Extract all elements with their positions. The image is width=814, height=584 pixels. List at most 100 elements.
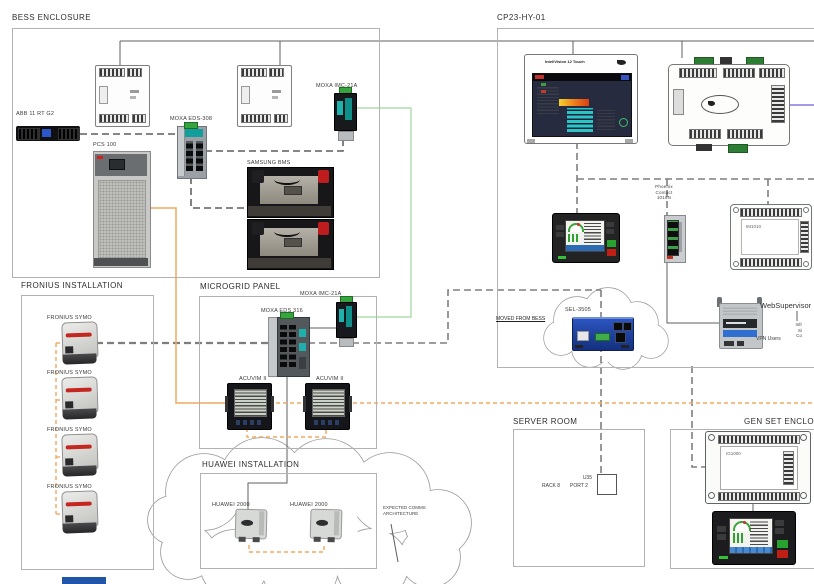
fronius-symo-device-2 xyxy=(61,376,99,420)
gauge-arc xyxy=(568,223,584,232)
din-foot xyxy=(338,131,354,141)
fronius-symo-device-1 xyxy=(61,321,99,365)
huawei-2000-label-1: HUAWEI 2000 xyxy=(212,502,250,508)
abb-ups-device xyxy=(16,126,80,141)
scada-right-list xyxy=(597,110,615,130)
phoenix-switch-device xyxy=(664,215,686,263)
fronius-symo-label-3: FRONIUS SYMO xyxy=(47,427,92,433)
switch-detail xyxy=(299,357,306,369)
device-marking xyxy=(272,96,278,99)
screen-text-rows xyxy=(584,223,601,243)
server-room-title: SERVER ROOM xyxy=(513,417,578,426)
scada-teal-table xyxy=(567,108,593,132)
fiber-port xyxy=(345,98,352,120)
solid-lines xyxy=(119,40,814,563)
power-terminal xyxy=(280,312,294,319)
samsung-bms-module-2 xyxy=(247,219,334,270)
sel3505-label: SEL-3505 xyxy=(565,307,592,313)
scada-header xyxy=(533,74,631,81)
server-room-box xyxy=(513,429,645,567)
terminal-strip xyxy=(241,114,271,123)
cp23-title: CP23-HY-01 xyxy=(497,13,546,22)
terminal-strip xyxy=(99,114,129,123)
genset-title: GEN SET ENCLOSURE xyxy=(744,417,814,426)
ethernet-ports xyxy=(196,141,203,171)
cabinet-screen xyxy=(109,159,125,170)
pcs100-label: PCS 100 xyxy=(93,142,117,148)
meter-lcd xyxy=(312,389,345,417)
gauge-needle-dot xyxy=(577,223,580,226)
rack-label: RACK 8 xyxy=(542,483,561,489)
screen-text-rows xyxy=(750,521,768,545)
stop-button xyxy=(607,249,616,256)
start-button xyxy=(607,240,616,247)
sel-label-chip xyxy=(577,331,589,341)
fronius-symo-label-1: FRONIUS SYMO xyxy=(47,315,92,321)
microgrid-box xyxy=(199,296,377,449)
gauge-arc xyxy=(733,521,751,531)
infra-line: Co xyxy=(796,333,802,338)
inverter-handle xyxy=(316,519,329,527)
terminal-strip xyxy=(740,208,802,217)
side-connector xyxy=(673,89,684,115)
ethernet-ports xyxy=(186,141,193,171)
scada-red-led xyxy=(541,90,546,93)
side-connector xyxy=(241,86,250,104)
u35-label: U35 xyxy=(582,475,592,481)
huawei-box xyxy=(200,473,377,569)
hmi-screen xyxy=(729,518,773,554)
hmi-button xyxy=(775,528,784,534)
device-foot xyxy=(621,345,629,348)
moxa-eds316-device xyxy=(268,312,310,377)
hmi-foot xyxy=(527,139,535,143)
genset-hmi-device xyxy=(712,511,796,565)
terminal-strip xyxy=(800,221,809,253)
ups-display xyxy=(42,129,51,137)
comms-dashed-lines xyxy=(96,142,814,474)
terminal-strip xyxy=(783,451,794,485)
huawei-2000-device-2 xyxy=(309,508,343,546)
cabinet-mesh-door xyxy=(98,180,146,258)
fronius-symo-label-4: FRONIUS SYMO xyxy=(47,484,92,490)
meter-tab xyxy=(271,396,274,412)
im1010-print: IM1010 xyxy=(746,224,762,229)
inverter-base xyxy=(62,353,97,365)
status-led xyxy=(667,256,673,259)
infra-line: Infr xyxy=(795,322,802,327)
hmi-screen xyxy=(565,220,605,252)
ethernet-ports xyxy=(280,325,287,367)
bms-cable xyxy=(274,174,300,185)
expected-comms-note: EXPECTED COMMS ARCHITECTURE xyxy=(383,505,426,516)
hmi-button xyxy=(775,520,784,526)
meter-tab xyxy=(349,396,352,412)
battery-cap xyxy=(252,222,264,235)
terminal-strip xyxy=(718,435,800,444)
terminal-strip xyxy=(771,85,785,123)
terminal-strip xyxy=(759,68,785,78)
terminal-strip xyxy=(740,258,802,267)
ethernet-ports xyxy=(289,325,296,367)
device-foot xyxy=(575,345,583,348)
infra-line: Si xyxy=(797,327,802,333)
moxa-eds308-label: MOXA EDS-308 xyxy=(170,116,213,122)
infra-annotation: Infr Si Co xyxy=(768,322,802,339)
device-face: IM1010 xyxy=(741,219,799,255)
bms-cable xyxy=(274,226,300,237)
moxa-eds308-device xyxy=(177,122,207,179)
router-ridges xyxy=(723,307,757,315)
start-button xyxy=(777,540,788,548)
acuvim-right-device xyxy=(303,383,352,430)
battery-cap-red xyxy=(318,170,329,183)
hmi-button xyxy=(606,222,614,227)
terminal-strip xyxy=(99,68,125,77)
samsung-bms-label: SAMSUNG BMS xyxy=(247,160,291,166)
mount-hole xyxy=(708,492,715,499)
orange-dashed-lines xyxy=(55,342,814,553)
cabinet-base xyxy=(94,258,148,266)
fiber-port xyxy=(299,329,306,337)
device-face: IG1000 xyxy=(720,446,798,490)
pcs100-device xyxy=(93,151,151,268)
acuvim-left-device xyxy=(225,383,274,430)
